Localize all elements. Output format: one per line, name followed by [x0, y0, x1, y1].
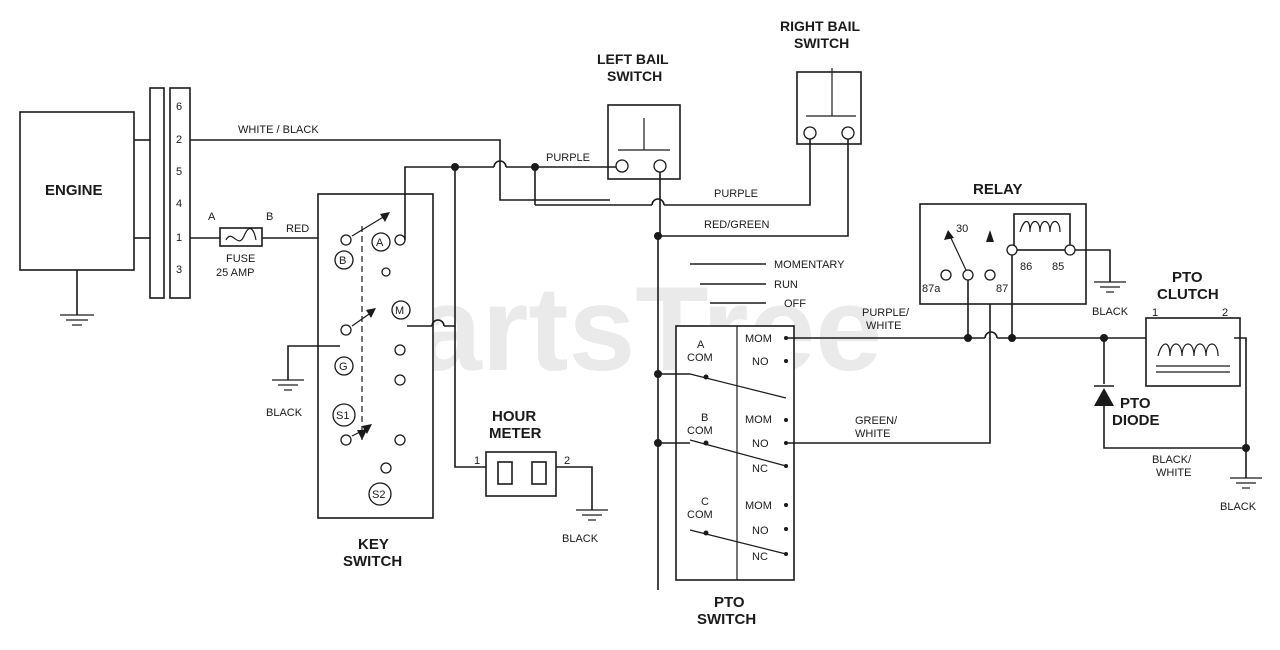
svg-text:GREEN/: GREEN/ [855, 415, 898, 427]
engine-pin-3: 3 [176, 264, 182, 276]
relay-pin-87a: 87a [922, 283, 941, 295]
ground-relay: BLACK [1075, 249, 1129, 318]
hour-pin-2: 2 [564, 455, 570, 467]
relay-pin-30: 30 [956, 223, 968, 235]
fuse: A B FUSE 25 AMP [190, 211, 273, 279]
svg-text:C: C [701, 496, 709, 508]
svg-text:MOM: MOM [745, 500, 772, 512]
svg-text:NO: NO [752, 438, 769, 450]
svg-text:PURPLE: PURPLE [546, 152, 590, 164]
svg-text:WHITE: WHITE [855, 428, 890, 440]
svg-text:MOM: MOM [745, 333, 772, 345]
right-bail-title-2: SWITCH [794, 35, 849, 51]
relay-pin-86: 86 [1020, 261, 1032, 273]
svg-text:PURPLE/: PURPLE/ [862, 307, 910, 319]
key-switch-title-2: SWITCH [343, 553, 402, 570]
pto-switch-title-2: SWITCH [697, 611, 756, 628]
wire-green-white: GREEN/ WHITE [786, 286, 991, 444]
svg-text:NO: NO [752, 356, 769, 368]
svg-text:PURPLE: PURPLE [714, 188, 758, 200]
pto-switch: A COM MOM NO B COM MOM NO NC C COM MOM N… [675, 325, 795, 628]
key-terminal-s1: S1 [336, 410, 349, 422]
pto-clutch-pin-1: 1 [1152, 307, 1158, 319]
engine-pin-5: 5 [176, 166, 182, 178]
left-bail-switch: LEFT BAIL SWITCH [597, 51, 681, 180]
pto-diode-title-1: PTO [1120, 395, 1151, 412]
ground-clutch: BLACK [1220, 448, 1262, 513]
svg-text:OFF: OFF [784, 298, 806, 310]
key-terminal-g: G [339, 361, 348, 373]
relay-title: RELAY [973, 181, 1022, 198]
svg-text:MOM: MOM [745, 414, 772, 426]
legend: MOMENTARY RUN OFF [690, 259, 845, 310]
pto-clutch: PTO CLUTCH 1 2 [1145, 269, 1247, 448]
hour-meter-title-1: HOUR [492, 408, 536, 425]
left-bail-title-1: LEFT BAIL [597, 51, 669, 67]
pto-clutch-title-2: CLUTCH [1157, 286, 1219, 303]
ground-key: BLACK [266, 345, 340, 419]
key-terminal-m: M [395, 305, 404, 317]
wire-purple-1: PURPLE [531, 152, 616, 171]
svg-text:BLACK: BLACK [266, 407, 303, 419]
svg-text:COM: COM [687, 352, 713, 364]
relay-pin-85: 85 [1052, 261, 1064, 273]
svg-text:BLACK/: BLACK/ [1152, 454, 1192, 466]
left-bail-title-2: SWITCH [607, 68, 662, 84]
hour-meter-title-2: METER [489, 425, 542, 442]
svg-text:BLACK: BLACK [1092, 306, 1129, 318]
fuse-title: FUSE [226, 253, 255, 265]
svg-text:RUN: RUN [774, 279, 798, 291]
key-terminal-s2: S2 [372, 489, 385, 501]
key-terminal-a: A [376, 237, 384, 249]
hour-pin-1: 1 [474, 455, 480, 467]
svg-text:MOMENTARY: MOMENTARY [774, 259, 845, 271]
pto-switch-title-1: PTO [714, 594, 745, 611]
fuse-pin-b: B [266, 211, 273, 223]
hour-ground-label: BLACK [562, 533, 599, 545]
svg-text:COM: COM [687, 425, 713, 437]
engine-connector: 6 2 5 4 1 3 [149, 87, 191, 299]
engine-pin-6: 6 [176, 101, 182, 113]
right-bail-switch: RIGHT BAIL SWITCH [780, 18, 862, 145]
relay-pin-87: 87 [996, 283, 1008, 295]
key-terminal-b: B [339, 255, 346, 267]
engine-pin-2: 2 [176, 134, 182, 146]
key-switch: A B M G S1 S2 KEY SWITCH [317, 193, 434, 570]
pto-clutch-title-1: PTO [1172, 269, 1203, 286]
svg-text:BLACK: BLACK [1220, 501, 1257, 513]
engine-pin-1: 1 [176, 232, 182, 244]
hour-meter: 1 2 HOUR METER BLACK [474, 408, 608, 545]
pto-diode-title-2: DIODE [1112, 412, 1160, 429]
pto-diode: PTO DIODE BLACK/ WHITE [1094, 338, 1250, 479]
svg-text:B: B [701, 412, 708, 424]
engine-title: ENGINE [45, 182, 103, 199]
svg-text:WHITE: WHITE [1156, 467, 1191, 479]
wire-hour-meter [454, 326, 486, 468]
key-switch-title-1: KEY [358, 536, 389, 553]
svg-text:NO: NO [752, 525, 769, 537]
wire-key-a [404, 166, 455, 240]
svg-text:A: A [697, 339, 705, 351]
svg-text:NC: NC [752, 551, 768, 563]
wire-purple-2: PURPLE [535, 139, 811, 206]
svg-text:WHITE: WHITE [866, 320, 901, 332]
fuse-rating: 25 AMP [216, 267, 255, 279]
relay: RELAY 30 87a 87 86 85 [919, 181, 1087, 338]
engine: ENGINE [19, 111, 150, 326]
wire-white-black: WHITE / BLACK [190, 124, 610, 201]
pto-clutch-pin-2: 2 [1222, 307, 1228, 319]
svg-text:NC: NC [752, 463, 768, 475]
svg-text:WHITE / BLACK: WHITE / BLACK [238, 124, 319, 136]
fuse-pin-a: A [208, 211, 216, 223]
engine-pin-4: 4 [176, 198, 182, 210]
svg-text:COM: COM [687, 509, 713, 521]
svg-text:RED: RED [286, 223, 309, 235]
right-bail-title-1: RIGHT BAIL [780, 18, 861, 34]
svg-text:RED/GREEN: RED/GREEN [704, 219, 769, 231]
